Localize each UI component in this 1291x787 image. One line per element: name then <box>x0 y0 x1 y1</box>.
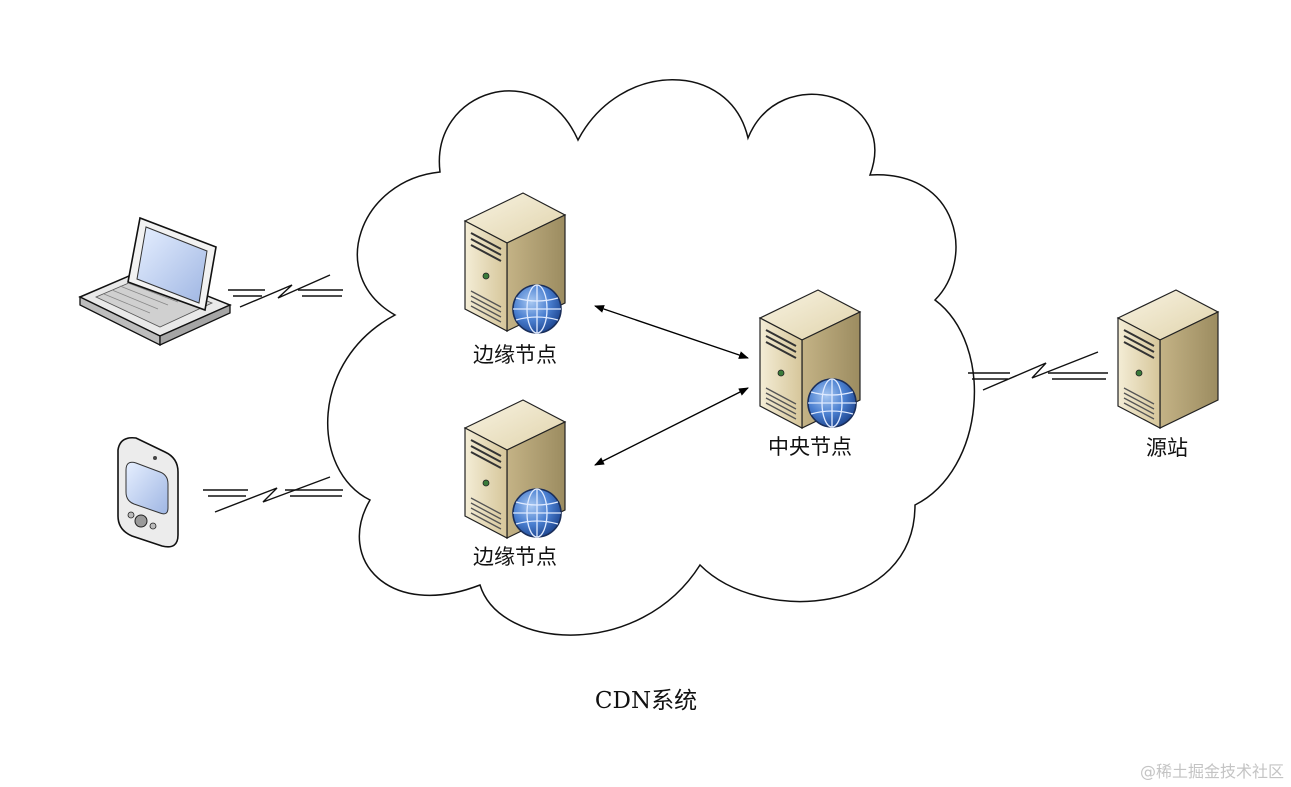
globe-icon <box>512 488 562 538</box>
edge-node-bottom: 边缘节点 <box>464 399 566 569</box>
globe-icon <box>512 284 562 334</box>
origin-server: 源站 <box>1117 289 1219 460</box>
wireless-link-central-origin <box>968 351 1108 391</box>
arrow-edge-top-central <box>594 305 749 359</box>
central-node-label: 中央节点 <box>768 435 852 459</box>
wireless-link-mobile-edge <box>203 476 343 513</box>
edge-node-bottom-label: 边缘节点 <box>473 545 557 569</box>
arrow-edge-bottom-central <box>594 387 749 466</box>
cdn-cloud <box>327 79 975 636</box>
edge-node-top: 边缘节点 <box>464 192 566 367</box>
server-icon <box>1117 289 1219 429</box>
diagram-caption: CDN系统 <box>595 688 697 714</box>
origin-server-label: 源站 <box>1146 436 1188 460</box>
central-node: 中央节点 <box>759 289 861 459</box>
globe-icon <box>807 378 857 428</box>
laptop-icon <box>78 216 232 347</box>
edge-node-top-label: 边缘节点 <box>473 343 557 367</box>
wireless-link-laptop-edge <box>228 274 343 308</box>
watermark-text: @稀土掘金技术社区 <box>1140 762 1284 781</box>
mobile-phone-icon <box>117 436 179 548</box>
